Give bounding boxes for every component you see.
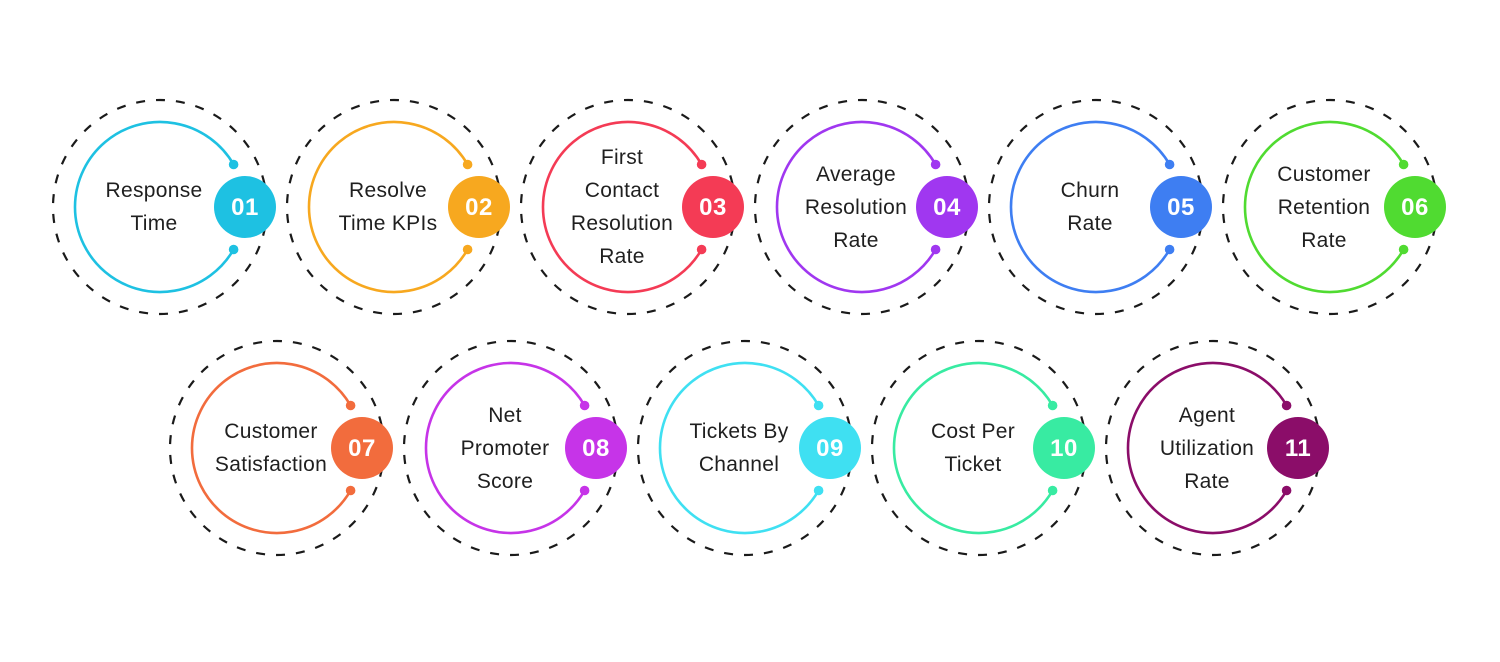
- progress-arc: [1009, 120, 1171, 294]
- kpi-label: First Contact Resolution Rate: [570, 146, 674, 268]
- progress-arc: [424, 361, 586, 535]
- number-badge: [916, 176, 978, 238]
- kpi-label: Cost Per Ticket: [930, 420, 1016, 476]
- arc-dot-bottom: [1164, 244, 1175, 255]
- badge-number: 03: [699, 194, 727, 221]
- number-badge: [1267, 417, 1329, 479]
- kpi-label: Customer Retention Rate: [1277, 162, 1371, 252]
- kpi-item-1-response-time: 01 Response Time: [40, 87, 280, 327]
- number-badge: [331, 417, 393, 479]
- number-badge: [1033, 417, 1095, 479]
- arc-dot-top: [345, 400, 356, 411]
- progress-arc: [1126, 361, 1288, 535]
- kpi-item-7-customer-satisfaction: 07 Customer Satisfaction: [157, 328, 397, 568]
- number-badge: [565, 417, 627, 479]
- badge-number: 06: [1401, 194, 1429, 221]
- arc-dot-bottom: [813, 485, 824, 496]
- badge-number: 07: [348, 435, 376, 462]
- arc-dot-top: [1164, 159, 1175, 170]
- kpi-label: Net Promoter Score: [460, 403, 550, 493]
- badge-number: 10: [1050, 435, 1078, 462]
- kpi-label: Response Time: [105, 179, 203, 235]
- arc-dot-top: [228, 159, 239, 170]
- number-badge: [1384, 176, 1446, 238]
- kpi-item-2-resolve-time-kpis: 02 Resolve Time KPIs: [274, 87, 514, 327]
- progress-arc: [1243, 120, 1405, 294]
- progress-arc: [892, 361, 1054, 535]
- number-badge: [1150, 176, 1212, 238]
- arc-dot-bottom: [228, 244, 239, 255]
- kpi-item-10-cost-per-ticket: 10 Cost Per Ticket: [859, 328, 1099, 568]
- kpi-item-3-first-contact-resolution-rate: 03 First Contact Resolution Rate: [508, 87, 748, 327]
- badge-number: 04: [933, 194, 961, 221]
- arc-dot-bottom: [345, 485, 356, 496]
- progress-arc: [307, 120, 469, 294]
- arc-dot-top: [1047, 400, 1058, 411]
- arc-dot-top: [462, 159, 473, 170]
- kpi-label: Tickets By Channel: [689, 420, 789, 476]
- number-badge: [682, 176, 744, 238]
- progress-arc: [658, 361, 820, 535]
- arc-dot-bottom: [579, 485, 590, 496]
- progress-arc: [73, 120, 235, 294]
- badge-number: 02: [465, 194, 493, 221]
- progress-arc: [190, 361, 352, 535]
- number-badge: [448, 176, 510, 238]
- progress-arc: [541, 120, 703, 294]
- badge-number: 05: [1167, 194, 1195, 221]
- kpi-label: Customer Satisfaction: [214, 420, 328, 476]
- arc-dot-bottom: [696, 244, 707, 255]
- kpi-item-11-agent-utilization-rate: 11 Agent Utilization Rate: [1093, 328, 1333, 568]
- kpi-item-6-customer-retention-rate: 06 Customer Retention Rate: [1210, 87, 1450, 327]
- kpi-label: Resolve Time KPIs: [338, 179, 438, 235]
- arc-dot-top: [930, 159, 941, 170]
- arc-dot-bottom: [1398, 244, 1409, 255]
- kpi-label: Agent Utilization Rate: [1159, 403, 1255, 493]
- progress-arc: [775, 120, 937, 294]
- badge-number: 11: [1285, 435, 1311, 462]
- arc-dot-bottom: [1047, 485, 1058, 496]
- arc-dot-top: [696, 159, 707, 170]
- kpi-label: Churn Rate: [1060, 179, 1120, 235]
- number-badge: [214, 176, 276, 238]
- kpi-item-8-net-promoter-score: 08 Net Promoter Score: [391, 328, 631, 568]
- arc-dot-top: [1398, 159, 1409, 170]
- badge-number: 09: [816, 435, 844, 462]
- arc-dot-top: [579, 400, 590, 411]
- number-badge: [799, 417, 861, 479]
- badge-number: 01: [231, 194, 259, 221]
- arc-dot-top: [1281, 400, 1292, 411]
- arc-dot-bottom: [462, 244, 473, 255]
- badge-number: 08: [582, 435, 610, 462]
- kpi-item-5-churn-rate: 05 Churn Rate: [976, 87, 1216, 327]
- arc-dot-top: [813, 400, 824, 411]
- kpi-item-4-average-resolution-rate: 04 Average Resolution Rate: [742, 87, 982, 327]
- kpi-label: Average Resolution Rate: [804, 162, 908, 252]
- arc-dot-bottom: [1281, 485, 1292, 496]
- arc-dot-bottom: [930, 244, 941, 255]
- kpi-item-9-tickets-by-channel: 09 Tickets By Channel: [625, 328, 865, 568]
